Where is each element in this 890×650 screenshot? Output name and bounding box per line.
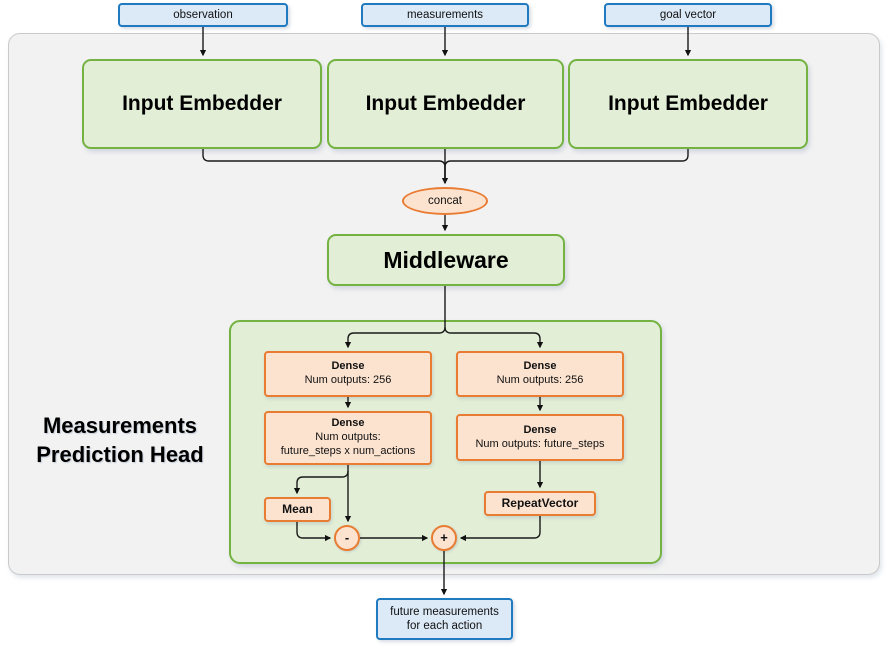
concat-label: concat [428, 194, 462, 207]
output-box-line1: future measurements [390, 605, 499, 618]
add-operator-label: + [440, 529, 448, 545]
dense-left-2[interactable]: Dense Num outputs: future_steps x num_ac… [264, 411, 432, 465]
dense-left-2-outputs-label: Num outputs: [315, 431, 381, 444]
middleware-block[interactable]: Middleware [327, 234, 565, 286]
dense-left-2-title: Dense [331, 417, 365, 430]
input-embedder-2-label: Input Embedder [365, 91, 526, 115]
input-box-goal-vector-label: goal vector [659, 8, 717, 21]
head-label: Measurements Prediction Head [20, 412, 220, 469]
output-box-line2: for each action [406, 620, 483, 632]
add-operator[interactable]: + [431, 525, 457, 551]
repeat-vector-label: RepeatVector [501, 496, 579, 510]
output-box-future-measurements[interactable]: future measurements for each action [376, 598, 513, 640]
dense-right-2[interactable]: Dense Num outputs: future_steps [456, 414, 624, 461]
input-box-goal-vector[interactable]: goal vector [604, 3, 772, 27]
subtract-operator[interactable]: - [334, 525, 360, 551]
dense-right-2-title: Dense [523, 423, 557, 436]
dense-left-1[interactable]: Dense Num outputs: 256 [264, 351, 432, 397]
input-box-measurements[interactable]: measurements [361, 3, 529, 27]
input-embedder-2[interactable]: Input Embedder [327, 59, 564, 149]
head-label-line2: Prediction Head [36, 441, 204, 467]
input-box-observation-label: observation [173, 8, 233, 21]
input-embedder-1[interactable]: Input Embedder [82, 59, 322, 149]
mean-label: Mean [282, 502, 313, 516]
dense-right-1-outputs: Num outputs: 256 [496, 374, 584, 386]
concat-node[interactable]: concat [402, 187, 488, 215]
subtract-operator-label: - [344, 529, 350, 545]
dense-left-1-title: Dense [331, 360, 365, 373]
input-box-observation[interactable]: observation [118, 3, 288, 27]
dense-right-1[interactable]: Dense Num outputs: 256 [456, 351, 624, 397]
input-box-measurements-label: measurements [406, 8, 484, 21]
input-embedder-3[interactable]: Input Embedder [568, 59, 808, 149]
middleware-label: Middleware [383, 246, 509, 273]
dense-left-1-outputs: Num outputs: 256 [304, 374, 392, 386]
repeat-vector-block[interactable]: RepeatVector [484, 491, 596, 516]
dense-right-2-outputs: Num outputs: future_steps [475, 437, 605, 450]
head-label-line1: Measurements [42, 413, 198, 438]
dense-left-2-outputs-value: future_steps x num_actions [280, 444, 416, 457]
dense-right-1-title: Dense [523, 360, 557, 373]
input-embedder-1-label: Input Embedder [122, 91, 282, 115]
input-embedder-3-label: Input Embedder [608, 91, 768, 115]
mean-block[interactable]: Mean [264, 497, 331, 522]
